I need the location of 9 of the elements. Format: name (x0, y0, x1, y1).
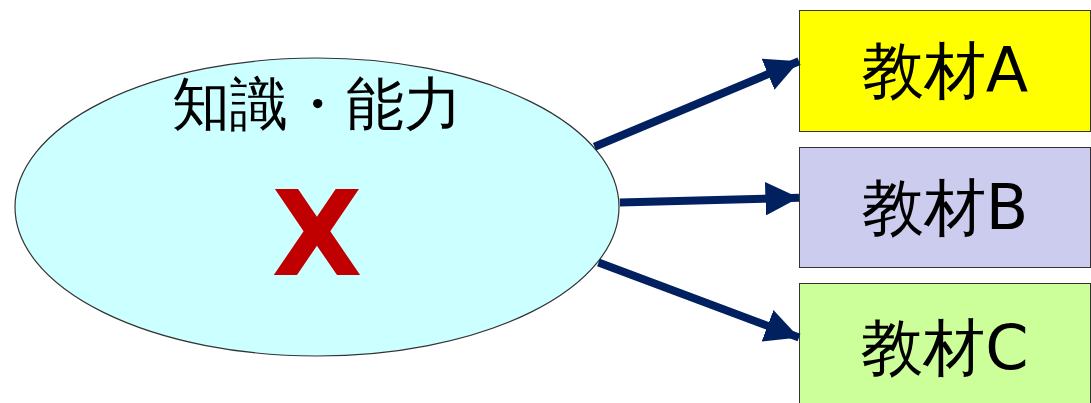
arrow (597, 258, 801, 342)
arrow (619, 181, 800, 216)
label-box: 教材A (799, 10, 1091, 132)
label-box: 教材C (799, 283, 1091, 403)
ellipse-node (14, 57, 620, 357)
arrow (592, 57, 801, 151)
letter-mark: X (271, 175, 363, 293)
label-box: 教材B (799, 147, 1091, 268)
heading-text: 知識・能力 (172, 75, 462, 133)
